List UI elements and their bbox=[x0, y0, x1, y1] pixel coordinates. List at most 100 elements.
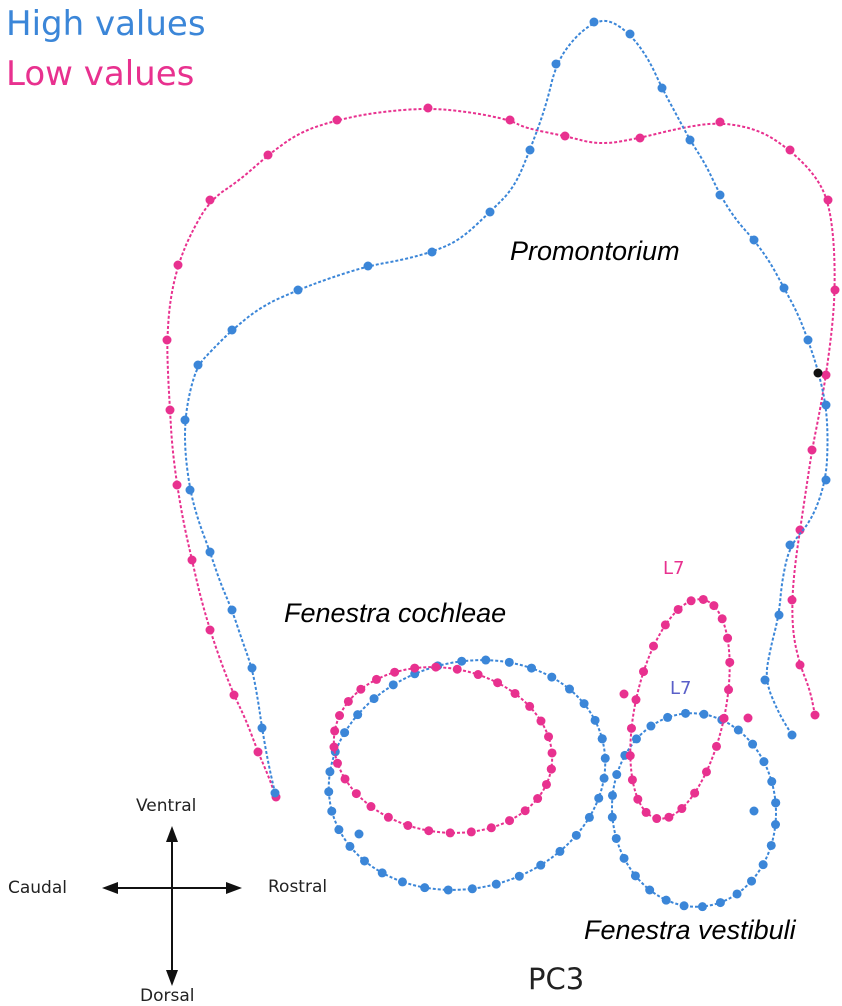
high-fenestra-vestibuli-point bbox=[645, 886, 654, 895]
high-fenestra-cochleae-point bbox=[468, 884, 477, 893]
high-values-outline-point bbox=[658, 84, 667, 93]
low-fenestra-cochleae-point bbox=[341, 774, 350, 783]
low-fenestra-cochleae-point bbox=[487, 823, 496, 832]
low-values-outline-point bbox=[636, 134, 645, 143]
low-l7-outline-point bbox=[724, 685, 733, 694]
low-values-outline-point bbox=[333, 116, 342, 125]
high-fenestra-cochleae-point bbox=[325, 767, 334, 776]
high-values-outline-point bbox=[822, 476, 831, 485]
low-l7-outline-point bbox=[725, 658, 734, 667]
high-fenestra-cochleae-point bbox=[601, 754, 610, 763]
high-fenestra-cochleae-point bbox=[585, 813, 594, 822]
low-l7-outline-point bbox=[674, 605, 683, 614]
high-fenestra-cochleae-point bbox=[420, 883, 429, 892]
high-values-outline-point bbox=[804, 336, 813, 345]
high-fenestra-cochleae-point bbox=[378, 868, 387, 877]
low-l7-outline-point bbox=[699, 595, 708, 604]
low-values-outline-point bbox=[163, 336, 172, 345]
compass-arrow-caudal bbox=[102, 882, 118, 894]
high-fenestra-cochleae-point bbox=[398, 877, 407, 886]
low-l7-outline bbox=[626, 595, 735, 823]
high-values-outline-point bbox=[686, 136, 695, 145]
high-values-outline-line bbox=[185, 21, 828, 793]
low-values-outline-point bbox=[561, 132, 570, 141]
high-fenestra-cochleae-point bbox=[580, 699, 589, 708]
low-values-outline-point bbox=[206, 626, 215, 635]
legend-high-values: High values bbox=[6, 4, 206, 44]
low-fenestra-cochleae bbox=[329, 663, 556, 838]
high-fenestra-vestibuli-point bbox=[748, 740, 757, 749]
low-l7-outline-point bbox=[718, 614, 727, 623]
direction-ventral: Ventral bbox=[136, 796, 196, 816]
low-fenestra-cochleae-point bbox=[525, 702, 534, 711]
low-values-outline-point bbox=[173, 481, 182, 490]
low-l7-outline-point bbox=[677, 804, 686, 813]
high-values-outline-point bbox=[206, 548, 215, 557]
high-fenestra-cochleae-point bbox=[327, 807, 336, 816]
high-fenestra-vestibuli-point bbox=[612, 834, 621, 843]
low-fenestra-cochleae-point bbox=[410, 664, 419, 673]
high-fenestra-cochleae-point bbox=[360, 856, 369, 865]
low-fenestra-cochleae-point bbox=[547, 765, 556, 774]
high-fenestra-cochleae-point bbox=[457, 657, 466, 666]
high-fenestra-cochleae-line bbox=[329, 660, 605, 890]
low-fenestra-cochleae-point bbox=[333, 759, 342, 768]
high-fenestra-cochleae-point bbox=[536, 861, 545, 870]
high-values-outline-point bbox=[788, 731, 797, 740]
low-values-outline bbox=[163, 104, 840, 802]
high-fenestra-cochleae-point bbox=[598, 734, 607, 743]
high-fenestra-cochleae-point bbox=[353, 710, 362, 719]
high-values-outline-point bbox=[181, 416, 190, 425]
high-values-outline-point bbox=[526, 146, 535, 155]
high-fenestra-cochleae-point bbox=[600, 774, 609, 783]
high-fenestra-cochleae-point bbox=[565, 685, 574, 694]
low-l7-outline-point bbox=[639, 667, 648, 676]
label-promontorium: Promontorium bbox=[510, 236, 680, 267]
low-fenestra-cochleae-point bbox=[493, 678, 502, 687]
low-fenestra-cochleae-point bbox=[356, 685, 365, 694]
compass-arrow-rostral bbox=[226, 882, 242, 894]
high-fenestra-vestibuli-point bbox=[716, 898, 725, 907]
high-values-outline-point bbox=[822, 401, 831, 410]
high-values-outline-point bbox=[186, 486, 195, 495]
stray-point bbox=[750, 807, 759, 816]
low-l7-outline-line bbox=[630, 599, 729, 818]
label-fenestra-cochleae: Fenestra cochleae bbox=[284, 598, 506, 629]
high-fenestra-vestibuli-point bbox=[646, 722, 655, 731]
high-fenestra-vestibuli-point bbox=[698, 902, 707, 911]
high-values-outline-point bbox=[271, 789, 280, 798]
high-fenestra-vestibuli-point bbox=[759, 860, 768, 869]
low-values-outline-point bbox=[254, 748, 263, 757]
high-values-outline-point bbox=[716, 191, 725, 200]
stray-point bbox=[355, 830, 364, 839]
high-fenestra-vestibuli-point bbox=[620, 854, 629, 863]
high-values-outline-point bbox=[750, 236, 759, 245]
low-l7-outline-point bbox=[626, 751, 635, 760]
high-fenestra-cochleae-point bbox=[515, 872, 524, 881]
low-values-outline-point bbox=[166, 406, 175, 415]
low-fenestra-cochleae-point bbox=[536, 717, 545, 726]
low-l7-outline-point bbox=[723, 634, 732, 643]
low-l7-outline-point bbox=[690, 789, 699, 798]
high-values-outline-point bbox=[626, 30, 635, 39]
high-fenestra-vestibuli-point bbox=[771, 798, 780, 807]
low-values-outline-point bbox=[831, 286, 840, 295]
low-fenestra-cochleae-point bbox=[366, 802, 375, 811]
low-l7-outline-point bbox=[661, 620, 670, 629]
high-fenestra-vestibuli-point bbox=[759, 757, 768, 766]
high-fenestra-vestibuli-point bbox=[612, 770, 621, 779]
low-values-outline-point bbox=[174, 261, 183, 270]
low-values-outline-point bbox=[808, 446, 817, 455]
low-fenestra-cochleae-point bbox=[467, 827, 476, 836]
low-values-outline-point bbox=[824, 196, 833, 205]
low-fenestra-cochleae-point bbox=[533, 794, 542, 803]
component-label: PC3 bbox=[528, 962, 584, 996]
high-values-outline-point bbox=[428, 248, 437, 257]
direction-rostral: Rostral bbox=[268, 877, 327, 897]
high-fenestra-vestibuli-point bbox=[632, 734, 641, 743]
high-fenestra-vestibuli-point bbox=[747, 877, 756, 886]
high-fenestra-vestibuli-point bbox=[663, 713, 672, 722]
low-l7-outline-point bbox=[709, 601, 718, 610]
high-fenestra-cochleae-point bbox=[481, 656, 490, 665]
